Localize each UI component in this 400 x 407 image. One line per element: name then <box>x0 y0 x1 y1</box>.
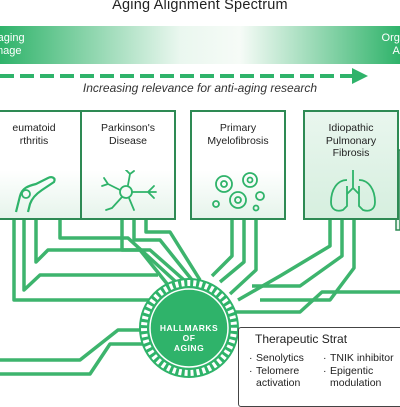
disease-label-line1: Parkinson's <box>101 122 155 134</box>
spectrum-right-line2: Ag <box>392 45 400 57</box>
hub-teeth <box>141 280 237 376</box>
therapeutic-strategies-box: Therapeutic Strat Senolytics Telomere ac… <box>238 327 400 407</box>
disease-label: Primary Myelofibrosis <box>192 122 284 147</box>
hub-inner-ring <box>149 288 229 368</box>
therapy-item: TNIK inhibitor <box>323 352 394 365</box>
therapy-item: Epigentic modulation <box>323 365 390 390</box>
disease-label-line2: Myelofibrosis <box>207 134 269 147</box>
diagram-title: Aging Alignment Spectrum <box>112 0 288 13</box>
hub-label-line1: HALLMARKS <box>159 323 219 333</box>
disease-label-line3: Fibrosis <box>332 147 370 159</box>
disease-label: Idiopathic Pulmonary Fibrosis <box>305 122 397 160</box>
hub-label: HALLMARKS OF AGING <box>158 323 220 353</box>
disease-label: eumatoid rthritis <box>0 122 80 147</box>
disease-card-parkinsons[interactable]: Parkinson's Disease <box>80 110 176 220</box>
hallmarks-hub <box>139 278 239 378</box>
relevance-label: Increasing relevance for anti-aging rese… <box>82 81 318 95</box>
hub-label-line3: AGING <box>173 343 205 353</box>
blood-cells-icon <box>212 172 265 212</box>
disease-label-line2: Disease <box>109 134 147 147</box>
disease-card-rheumatoid-arthritis[interactable]: eumatoid rthritis <box>0 110 82 220</box>
disease-label-line1: Idiopathic <box>328 122 374 134</box>
spectrum-right-label: Orga Ag <box>382 32 400 58</box>
disease-card-idiopathic-pulmonary-fibrosis[interactable]: Idiopathic Pulmonary Fibrosis <box>303 110 399 220</box>
relevance-arrow-head <box>352 68 368 84</box>
disease-label-line2: rthritis <box>19 134 49 147</box>
therapy-list-col1: Senolytics Telomere activation <box>249 352 314 390</box>
therapy-list-col2: TNIK inhibitor Epigentic modulation <box>323 352 394 390</box>
spectrum-left-line2: mage <box>0 45 22 57</box>
therapy-item: Telomere activation <box>249 365 314 390</box>
spectrum-left-line1: -aging <box>0 32 25 44</box>
spectrum-left-label: -aging mage <box>0 32 25 58</box>
disease-label-line1: eumatoid <box>12 122 56 134</box>
disease-label-line2: Pulmonary <box>325 134 377 147</box>
disease-card-primary-myelofibrosis[interactable]: Primary Myelofibrosis <box>190 110 286 220</box>
spectrum-bar: -aging mage Orga Ag <box>0 26 400 64</box>
arm-joint-icon <box>14 176 56 213</box>
hub-label-line2: OF <box>182 333 196 343</box>
neuron-icon <box>101 170 157 211</box>
therapy-title: Therapeutic Strat <box>255 332 348 346</box>
therapy-item: Senolytics <box>249 352 314 365</box>
spectrum-right-line1: Orga <box>381 32 400 44</box>
hub-connectors <box>0 220 400 376</box>
hub-core <box>154 293 224 363</box>
disease-label: Parkinson's Disease <box>82 122 174 147</box>
disease-label-line1: Primary <box>219 122 257 134</box>
lungs-icon <box>330 170 376 212</box>
